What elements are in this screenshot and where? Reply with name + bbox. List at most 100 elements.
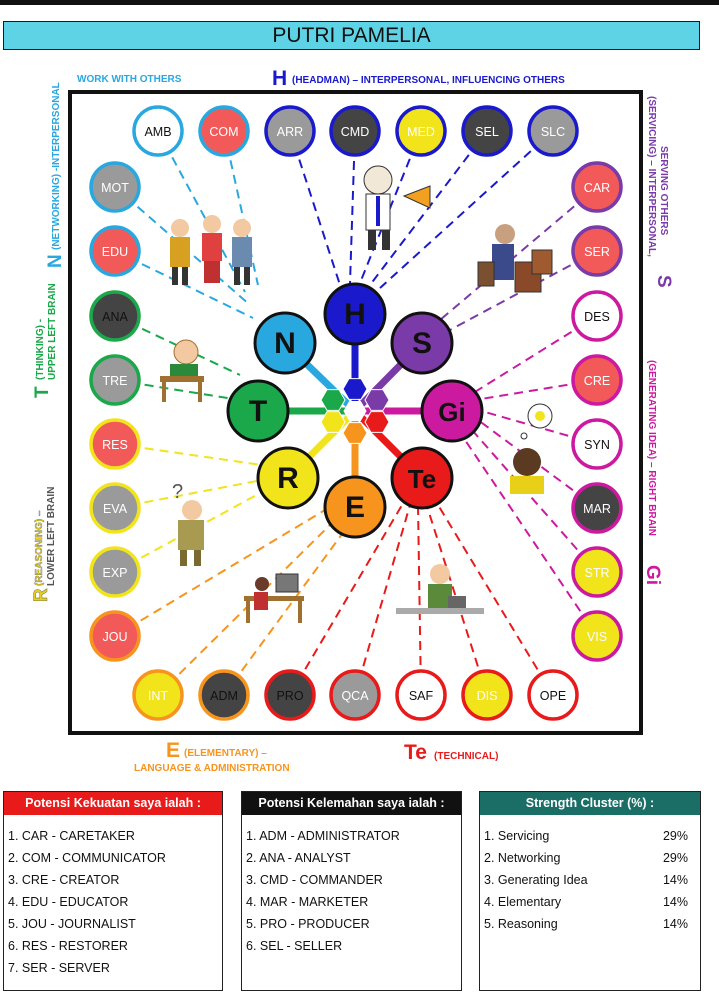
- talent-circle-ring: [461, 105, 513, 157]
- cluster-percent: 14%: [662, 895, 688, 909]
- cluster-percent: 14%: [662, 917, 688, 931]
- spoke-line: [439, 186, 598, 321]
- talent-circle-syn: SYN: [571, 418, 623, 470]
- detective-illustration: ?: [172, 481, 204, 566]
- talent-code: MAR: [583, 502, 611, 516]
- talent-code: SEL: [475, 125, 499, 139]
- cluster-percent: 14%: [662, 873, 688, 887]
- talent-circle-med: MED: [395, 105, 447, 157]
- weaknesses-panel: Potensi Kelemahan saya ialah : 1. ADM - …: [241, 791, 462, 991]
- spoke-line: [417, 504, 422, 696]
- talent-circle-ring: [89, 546, 141, 598]
- petal-label: H: [344, 298, 366, 331]
- talent-code: CAR: [584, 181, 610, 195]
- talent-circle-pro: PRO: [264, 669, 316, 721]
- cluster-name: 2. Networking: [484, 851, 561, 865]
- spoke-line: [349, 130, 356, 284]
- talent-circle-ana: ANA: [89, 290, 141, 342]
- talent-code: DES: [584, 310, 610, 324]
- n-category-letter: N: [45, 254, 66, 268]
- talent-code: MED: [407, 125, 435, 139]
- talent-code: AMB: [144, 125, 171, 139]
- talent-circle-ring: [527, 669, 579, 721]
- petal-label: E: [345, 491, 365, 524]
- petal-t: [226, 379, 290, 443]
- talent-code: DIS: [477, 689, 498, 703]
- talent-circle-ring: [89, 290, 141, 342]
- talent-circle-ring: [89, 354, 141, 406]
- talent-code: MOT: [101, 181, 129, 195]
- cluster-row: 2. Networking 29%: [484, 847, 700, 869]
- cluster-row: 4. Elementary 14%: [484, 891, 700, 913]
- hexagon-r: [320, 411, 346, 433]
- talent-circle-ring: [571, 225, 623, 277]
- weaknesses-panel-title: Potensi Kelemahan saya ialah :: [242, 792, 461, 815]
- h-category-label: (HEADMAN) – INTERPERSONAL, INFLUENCING O…: [292, 75, 565, 86]
- talent-circle-cmd: CMD: [329, 105, 381, 157]
- petal-h: [323, 282, 387, 346]
- talent-circle-str: STR: [571, 546, 623, 598]
- talent-circle-ring: [89, 418, 141, 470]
- petal-label: Gi: [438, 397, 465, 427]
- cluster-name: 4. Elementary: [484, 895, 562, 909]
- talent-circle-ring: [89, 610, 141, 662]
- cluster-name: 5. Reasoning: [484, 917, 558, 931]
- talent-circle-ring: [132, 105, 184, 157]
- talent-code: SAF: [409, 689, 434, 703]
- talent-circle-ring: [571, 610, 623, 662]
- talent-circle-int: INT: [132, 669, 184, 721]
- petal-te: [390, 446, 454, 510]
- hexagon-center: [343, 401, 367, 421]
- talent-circle-ring: [89, 225, 141, 277]
- diagram-frame: [68, 90, 643, 735]
- talent-code: SYN: [584, 438, 610, 452]
- talent-circle-ring: [571, 354, 623, 406]
- talent-circle-ring: [132, 669, 184, 721]
- talent-circle-ring: [395, 669, 447, 721]
- talent-code: CMD: [341, 125, 369, 139]
- spoke-line: [469, 315, 598, 396]
- talent-circle-cre: CRE: [571, 354, 623, 406]
- cluster-percent: 29%: [662, 851, 688, 865]
- talent-circle-ring: [329, 105, 381, 157]
- te-category-label: (TECHNICAL): [434, 751, 498, 762]
- talent-code: COM: [209, 125, 238, 139]
- talent-code: RES: [102, 438, 128, 452]
- spoke-line: [114, 443, 263, 466]
- list-item: 5. PRO - PRODUCER: [246, 917, 370, 931]
- talent-circle-car: CAR: [571, 161, 623, 213]
- talent-circle-vis: VIS: [571, 610, 623, 662]
- talent-circle-ring: [571, 161, 623, 213]
- talent-circle-ring: [264, 105, 316, 157]
- e-category-label-1: (ELEMENTARY) –: [184, 748, 267, 759]
- petal-label: S: [412, 327, 432, 360]
- talent-code: EXP: [102, 566, 127, 580]
- spoke-line: [379, 130, 554, 289]
- talent-circle-mar: MAR: [571, 482, 623, 534]
- talent-circle-ring: [527, 105, 579, 157]
- petal-s: [390, 311, 454, 375]
- talent-circle-arr: ARR: [264, 105, 316, 157]
- talent-circle-edu: EDU: [89, 225, 141, 277]
- spoke-line: [464, 439, 598, 637]
- r-category-label-2: LOWER LEFT BRAIN: [46, 487, 57, 586]
- list-item: 1. CAR - CARETAKER: [8, 829, 135, 843]
- talent-code: QCA: [341, 689, 369, 703]
- weaknesses-list: 1. ADM - ADMINISTRATOR 2. ANA - ANALYST …: [242, 815, 461, 957]
- spoke-line: [114, 479, 263, 509]
- talent-circle-qca: QCA: [329, 669, 381, 721]
- student-desk-illustration: [160, 339, 204, 402]
- talent-code: CRE: [584, 374, 610, 388]
- talent-circle-amb: AMB: [132, 105, 184, 157]
- talent-code: JOU: [103, 630, 128, 644]
- list-item: 4. EDU - EDUCATOR: [8, 895, 129, 909]
- talent-circle-exp: EXP: [89, 546, 141, 598]
- list-item: 5. JOU - JOURNALIST: [8, 917, 136, 931]
- technician-illustration: [396, 564, 484, 614]
- talent-circle-slc: SLC: [527, 105, 579, 157]
- spoke-line: [114, 509, 326, 637]
